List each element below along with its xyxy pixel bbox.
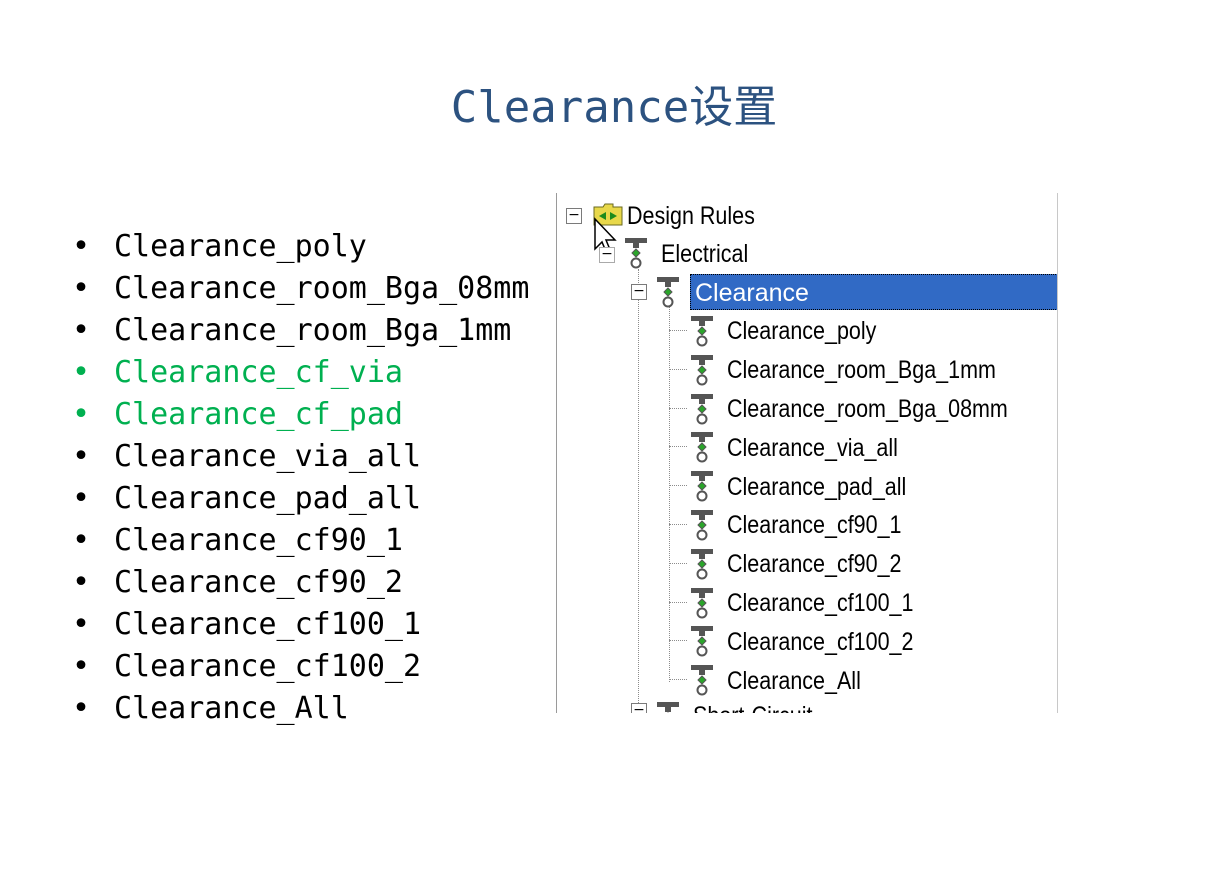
- electrical-expander[interactable]: −: [599, 247, 615, 263]
- short-circuit-expander[interactable]: −: [631, 703, 647, 713]
- bullet-item: • Clearance_cf90_2: [72, 562, 529, 604]
- tree-node-clearance[interactable]: Clearance: [690, 273, 1057, 311]
- tree-node-label: Clearance_cf90_1: [727, 511, 902, 540]
- bullet-glyph: •: [72, 397, 91, 432]
- rule-icon: [625, 238, 647, 269]
- tree-node-label: Design Rules: [627, 202, 755, 231]
- rule-icon: [691, 626, 713, 657]
- bullet-glyph: •: [72, 523, 91, 558]
- bullet-glyph: •: [72, 481, 91, 516]
- bullet-glyph: •: [72, 271, 91, 306]
- rule-icon: [691, 432, 713, 463]
- rule-icon: [691, 471, 713, 502]
- bullet-text: Clearance_room_Bga_08mm: [114, 271, 530, 306]
- tree-node-rule[interactable]: Clearance_cf100_1: [727, 584, 944, 620]
- rule-icon: [691, 665, 713, 696]
- tree-node-label: Clearance_cf90_2: [727, 550, 902, 579]
- tree-node-label: Clearance_cf100_1: [727, 588, 914, 617]
- tree-node-rule[interactable]: Clearance_via_all: [727, 428, 926, 464]
- bullet-item: • Clearance_cf_pad: [72, 394, 529, 436]
- bullet-text: Clearance_cf90_1: [114, 523, 403, 558]
- tree-node-label: Electrical: [661, 240, 749, 269]
- bullet-glyph: •: [72, 649, 91, 684]
- bullet-glyph: •: [72, 607, 91, 642]
- bullet-text: Clearance_cf_via: [114, 355, 403, 390]
- bullet-item: • Clearance_room_Bga_1mm: [72, 310, 529, 352]
- tree-node-label: Clearance_All: [727, 666, 861, 695]
- tree-node-rule[interactable]: Clearance_room_Bga_1mm: [727, 351, 1040, 387]
- bullet-list: •Clearance_poly•Clearance_room_Bga_08mm•…: [72, 226, 529, 730]
- bullet-text: Clearance_poly: [114, 229, 367, 264]
- root-expander[interactable]: −: [566, 208, 582, 224]
- bullet-item: • Clearance_cf90_1: [72, 520, 529, 562]
- folder-icon: [593, 203, 623, 226]
- tree-node-label: Clearance_via_all: [727, 433, 898, 462]
- bullet-item: • Clearance_All: [72, 688, 529, 730]
- bullet-item: • Clearance_via_all: [72, 436, 529, 478]
- bullet-text: Clearance_cf100_2: [114, 649, 422, 684]
- rule-icon: [691, 393, 713, 425]
- tree-node-label: Clearance_poly: [727, 317, 877, 346]
- design-rules-tree[interactable]: − Design Rules − Electrical − Clearance …: [556, 193, 1058, 713]
- bullet-text: Clearance_via_all: [114, 439, 422, 474]
- tree-node-label: Clearance_room_Bga_1mm: [727, 356, 996, 385]
- bullet-item: • Clearance_room_Bga_08mm: [72, 268, 529, 310]
- bullet-item: • Clearance_poly: [72, 226, 529, 268]
- slide-title: Clearance设置: [450, 82, 778, 133]
- tree-node-rule[interactable]: Clearance_cf90_2: [727, 545, 930, 581]
- bullet-text: Clearance_All: [114, 691, 349, 726]
- rule-icon: [691, 510, 713, 541]
- bullet-item: • Clearance_cf100_2: [72, 646, 529, 688]
- rule-icon: [657, 702, 679, 713]
- tree-node-short-circuit[interactable]: Short-Circuit: [693, 697, 832, 713]
- tree-node-label: Clearance_room_Bga_08mm: [727, 394, 1008, 423]
- tree-node-rule[interactable]: Clearance_All: [727, 661, 883, 697]
- bullet-glyph: •: [72, 691, 91, 726]
- tree-node-label: Clearance_cf100_2: [727, 627, 914, 656]
- bullet-text: Clearance_cf100_1: [114, 607, 422, 642]
- tree-node-rule[interactable]: Clearance_room_Bga_08mm: [727, 390, 1054, 426]
- clearance-expander[interactable]: −: [631, 284, 647, 300]
- bullet-text: Clearance_cf90_2: [114, 565, 403, 600]
- tree-node-electrical[interactable]: Electrical: [661, 235, 762, 271]
- rule-icon: [691, 354, 713, 386]
- rule-icon: [691, 548, 713, 580]
- tree-node-rule[interactable]: Clearance_cf100_2: [727, 622, 944, 658]
- tree-node-rule[interactable]: Clearance_cf90_1: [727, 506, 930, 542]
- tree-node-label: Clearance: [690, 274, 1057, 311]
- bullet-glyph: •: [72, 229, 91, 264]
- tree-node-rule[interactable]: Clearance_pad_all: [727, 467, 935, 503]
- rule-icon: [657, 277, 679, 308]
- tree-node-rule[interactable]: Clearance_poly: [727, 312, 901, 348]
- bullet-text: Clearance_pad_all: [114, 481, 422, 516]
- bullet-text: Clearance_room_Bga_1mm: [114, 313, 512, 348]
- tree-node-label: Clearance_pad_all: [727, 472, 907, 501]
- bullet-glyph: •: [72, 565, 91, 600]
- bullet-glyph: •: [72, 439, 91, 474]
- rule-icon: [691, 587, 713, 619]
- rule-icon: [691, 316, 713, 347]
- tree-node-label: Short-Circuit: [693, 698, 812, 713]
- bullet-text: Clearance_cf_pad: [114, 397, 403, 432]
- tree-node-design-rules[interactable]: Design Rules: [627, 197, 776, 233]
- bullet-glyph: •: [72, 313, 91, 348]
- bullet-item: • Clearance_cf_via: [72, 352, 529, 394]
- bullet-item: • Clearance_cf100_1: [72, 604, 529, 646]
- bullet-item: • Clearance_pad_all: [72, 478, 529, 520]
- bullet-glyph: •: [72, 355, 91, 390]
